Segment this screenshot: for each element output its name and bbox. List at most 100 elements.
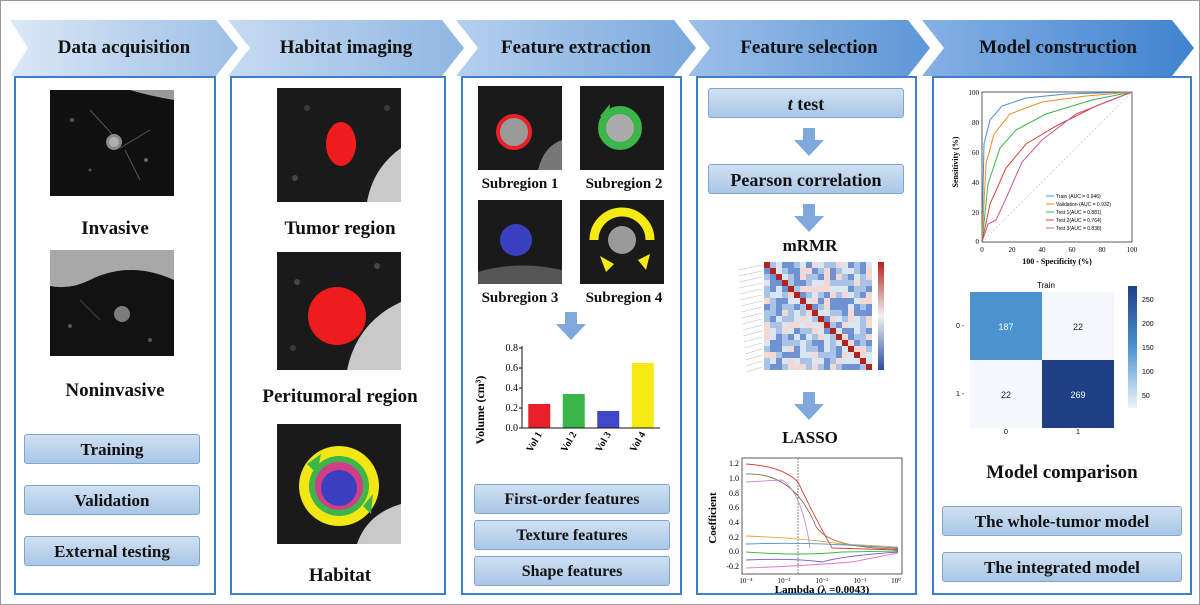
shape-features-pill: Shape features (474, 556, 670, 586)
heatmap-cell (800, 292, 806, 298)
heatmap-cell (854, 340, 860, 346)
banner-habitat-imaging: Habitat imaging (228, 20, 464, 76)
heatmap-cell (800, 340, 806, 346)
heatmap-cell (830, 286, 836, 292)
lasso-ytick: 0.8 (729, 489, 739, 498)
volume-bar (597, 411, 620, 428)
heatmap-cell (824, 364, 830, 370)
heatmap-cell (794, 310, 800, 316)
heatmap-cell (788, 268, 794, 274)
heatmap-cell (788, 334, 794, 340)
heatmap-row-label (741, 312, 763, 319)
lasso-ytick: 1.0 (729, 474, 739, 483)
first-order-features-pill: First-order features (474, 484, 670, 514)
heatmap-cell (800, 364, 806, 370)
heatmap-cell (854, 280, 860, 286)
heatmap-cell (866, 346, 872, 352)
lasso-path (745, 551, 899, 563)
subregion-3-image (478, 200, 562, 284)
heatmap-cell (848, 316, 854, 322)
heatmap-cell (800, 298, 806, 304)
heatmap-cell (800, 352, 806, 358)
heatmap-cell (866, 334, 872, 340)
heatmap-cell (830, 262, 836, 268)
subregion-1-image (478, 86, 562, 170)
heatmap-cell (794, 328, 800, 334)
heatmap-cell (830, 340, 836, 346)
heatmap-cell (776, 334, 782, 340)
heatmap-cell (770, 334, 776, 340)
roc-ytick: 40 (972, 179, 980, 187)
heatmap-cell (782, 340, 788, 346)
roc-ytick: 80 (972, 119, 980, 127)
heatmap-cell (836, 328, 842, 334)
heatmap-cell (782, 304, 788, 310)
heatmap-row-label (745, 360, 763, 367)
heatmap-cell (848, 292, 854, 298)
heatmap-cell (812, 340, 818, 346)
heatmap-cell (860, 328, 866, 334)
heatmap-cell (764, 298, 770, 304)
heatmap-cell (782, 292, 788, 298)
heatmap-cell (866, 274, 872, 280)
heatmap-cell (818, 334, 824, 340)
heatmap-cell (866, 352, 872, 358)
heatmap-cell (824, 340, 830, 346)
heatmap-cell (788, 340, 794, 346)
heatmap-row-label (739, 282, 763, 289)
heatmap-cell (830, 322, 836, 328)
heatmap-cell (776, 274, 782, 280)
heatmap-cell (860, 310, 866, 316)
lasso-label: LASSO (782, 428, 838, 447)
heatmap-cell (866, 298, 872, 304)
heatmap-cell (818, 262, 824, 268)
heatmap-cell (824, 292, 830, 298)
heatmap-cell (782, 322, 788, 328)
heatmap-cell (854, 286, 860, 292)
heatmap-cell (812, 292, 818, 298)
heatmap-cell (848, 346, 854, 352)
heatmap-cell (848, 286, 854, 292)
heatmap-cell (866, 340, 872, 346)
roc-xlabel: 100 - Specificity (%) (1022, 257, 1092, 266)
heatmap-cell (860, 352, 866, 358)
heatmap-cell (842, 298, 848, 304)
heatmap-row-label (740, 300, 763, 307)
heatmap-cell (788, 286, 794, 292)
heatmap-cell (794, 364, 800, 370)
heatmap-cell (812, 298, 818, 304)
heatmap-cell (776, 262, 782, 268)
cm-cell-tn (970, 292, 1042, 360)
heatmap-row-label (737, 264, 763, 271)
heatmap-cell (776, 328, 782, 334)
heatmap-cell (836, 316, 842, 322)
heatmap-cell (854, 316, 860, 322)
heatmap-cell (776, 286, 782, 292)
roc-curve-train (981, 91, 1133, 243)
heatmap-cell (866, 304, 872, 310)
heatmap-cell (806, 328, 812, 334)
noninvasive-label: Noninvasive (65, 380, 165, 401)
lasso-path (745, 550, 899, 555)
subregion-4-image (580, 200, 664, 284)
heatmap-cell (830, 334, 836, 340)
heatmap-cell (836, 322, 842, 328)
heatmap-cell (794, 286, 800, 292)
heatmap-row-label (744, 348, 763, 355)
lasso-ytick: 0.4 (729, 518, 739, 527)
heatmap-cell (854, 310, 860, 316)
heatmap-cell (776, 364, 782, 370)
heatmap-cell (860, 274, 866, 280)
heatmap-cell (776, 268, 782, 274)
heatmap-cell (842, 274, 848, 280)
cm-colorbar-tick: 200 (1142, 321, 1154, 328)
heatmap-cell (788, 322, 794, 328)
heatmap-cell (848, 268, 854, 274)
banner-feature-extraction: Feature extraction (456, 20, 696, 76)
heatmap-cell (860, 358, 866, 364)
texture-features-pill: Texture features (474, 520, 670, 550)
heatmap-cell (860, 280, 866, 286)
heatmap-cell (848, 364, 854, 370)
heatmap-cell (812, 352, 818, 358)
